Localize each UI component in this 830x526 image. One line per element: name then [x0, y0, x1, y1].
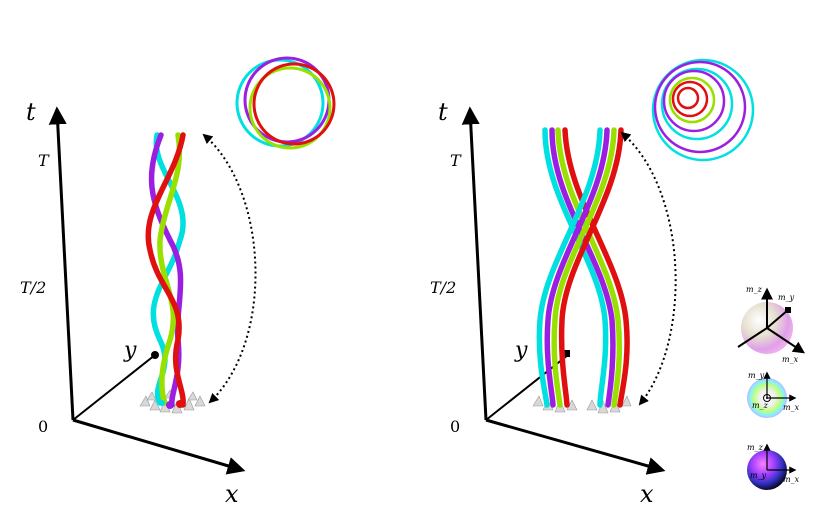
right-panel: t x y T T/2 0 — [430, 58, 755, 508]
right-tick-zero: 0 — [450, 417, 460, 436]
left-y-label: y — [123, 338, 137, 363]
left-t-label: t — [26, 98, 36, 126]
left-tick-half: T/2 — [20, 278, 46, 297]
right-strand-lime-b — [551, 127, 617, 408]
right-t-label: t — [438, 98, 448, 126]
right-inset-orbits — [651, 58, 755, 162]
legend3-mz: m_z — [747, 443, 764, 452]
left-strand-lime — [157, 132, 183, 406]
legend3-my: m_y — [750, 471, 767, 480]
right-x-label: x — [640, 480, 654, 508]
right-t-axis — [461, 106, 488, 421]
left-t-axis — [48, 106, 75, 421]
left-tick-full: T — [38, 151, 50, 170]
left-y-axis — [72, 354, 156, 421]
right-axes: t x y T T/2 0 — [430, 98, 666, 508]
left-x-label: x — [225, 480, 239, 508]
legend1-mx: m_x — [782, 355, 799, 364]
left-panel: t x y T T/2 0 — [20, 56, 336, 508]
right-tick-full: T — [450, 151, 462, 170]
legend2-mx: m_x — [783, 403, 800, 412]
left-period-arrow — [202, 133, 257, 404]
right-strand-red-b — [558, 127, 624, 408]
right-x-axis — [485, 418, 666, 475]
right-strand-purple-a — [549, 127, 616, 408]
legend-sphere-side: m_z m_x m_y — [747, 443, 800, 490]
left-x-axis — [72, 418, 246, 475]
legend-sphere-top: m_y m_x m_z — [747, 371, 800, 418]
legend2-my: m_y — [748, 371, 765, 380]
left-y-axis-end — [151, 351, 159, 359]
right-y-label: y — [514, 338, 528, 363]
legend2-mz: m_z — [752, 401, 769, 410]
legend-sphere-3d: m_z m_y m_x — [737, 285, 805, 364]
right-strand-cyan-b — [536, 127, 603, 408]
right-y-axis-end — [563, 350, 570, 357]
left-base-spikes — [139, 389, 206, 414]
right-strand-purple-b — [544, 127, 610, 408]
right-strand-lime-a — [555, 127, 623, 408]
left-braid — [145, 132, 186, 408]
legend: m_z m_y m_x m_y m_x m_z m_z m_x m_y — [737, 285, 805, 490]
right-strand-cyan-a — [542, 127, 609, 408]
legend1-my: m_y — [778, 293, 795, 302]
right-period-arrow — [620, 131, 677, 406]
right-braid — [536, 127, 630, 408]
legend3-mx: m_x — [783, 475, 800, 484]
right-tick-half: T/2 — [430, 278, 456, 297]
left-axes: t x y T T/2 0 — [20, 98, 246, 508]
legend1-mz: m_z — [746, 285, 763, 294]
left-tick-zero: 0 — [38, 417, 48, 436]
left-strand-red — [145, 132, 186, 408]
left-inset-orbits — [235, 56, 336, 150]
left-strand-ends — [159, 400, 184, 409]
